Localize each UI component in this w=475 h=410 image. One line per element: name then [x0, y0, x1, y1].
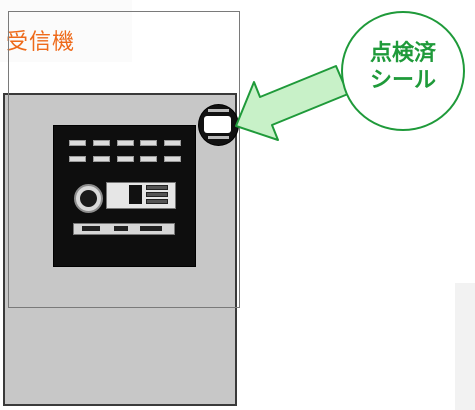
dial-knob	[74, 184, 103, 213]
background-tint	[0, 0, 132, 62]
indicator-lamp	[164, 156, 181, 162]
indicator-lamp	[164, 140, 181, 146]
switch	[146, 199, 168, 204]
indicator-lamp	[116, 140, 134, 146]
indicator-lamp	[92, 156, 110, 162]
inspection-seal-icon	[198, 104, 239, 146]
diagram-title: 受信機	[6, 30, 76, 55]
callout-text-line2: シール	[369, 68, 436, 93]
switch-stack	[146, 185, 168, 204]
indicator-row	[69, 156, 181, 166]
indicator-lamp	[140, 140, 158, 146]
indicator-lamp	[140, 156, 158, 162]
control-panel	[53, 125, 196, 267]
background-tint	[455, 283, 475, 410]
switch	[146, 185, 168, 190]
display-unit	[106, 182, 176, 209]
seal-label	[208, 136, 229, 139]
dial-knob-center	[80, 190, 97, 207]
callout-bubble: 点検済 シール	[341, 11, 465, 131]
seal-label	[208, 109, 229, 112]
indicator-lamp	[69, 140, 86, 146]
indicator-lamp	[92, 140, 110, 146]
display-window	[129, 185, 142, 204]
switch-segment	[114, 226, 128, 231]
indicator-row	[69, 140, 181, 150]
indicator-lamp	[69, 156, 86, 162]
callout-text-line1: 点検済	[369, 41, 436, 66]
switch-segment	[140, 226, 162, 231]
receiver-cabinet-door	[8, 11, 240, 308]
switch-bar	[73, 223, 175, 235]
switch-segment	[82, 226, 100, 231]
switch	[146, 192, 168, 197]
arrow-shape	[235, 65, 349, 141]
indicator-lamp	[116, 156, 134, 162]
seal-window	[204, 116, 231, 133]
